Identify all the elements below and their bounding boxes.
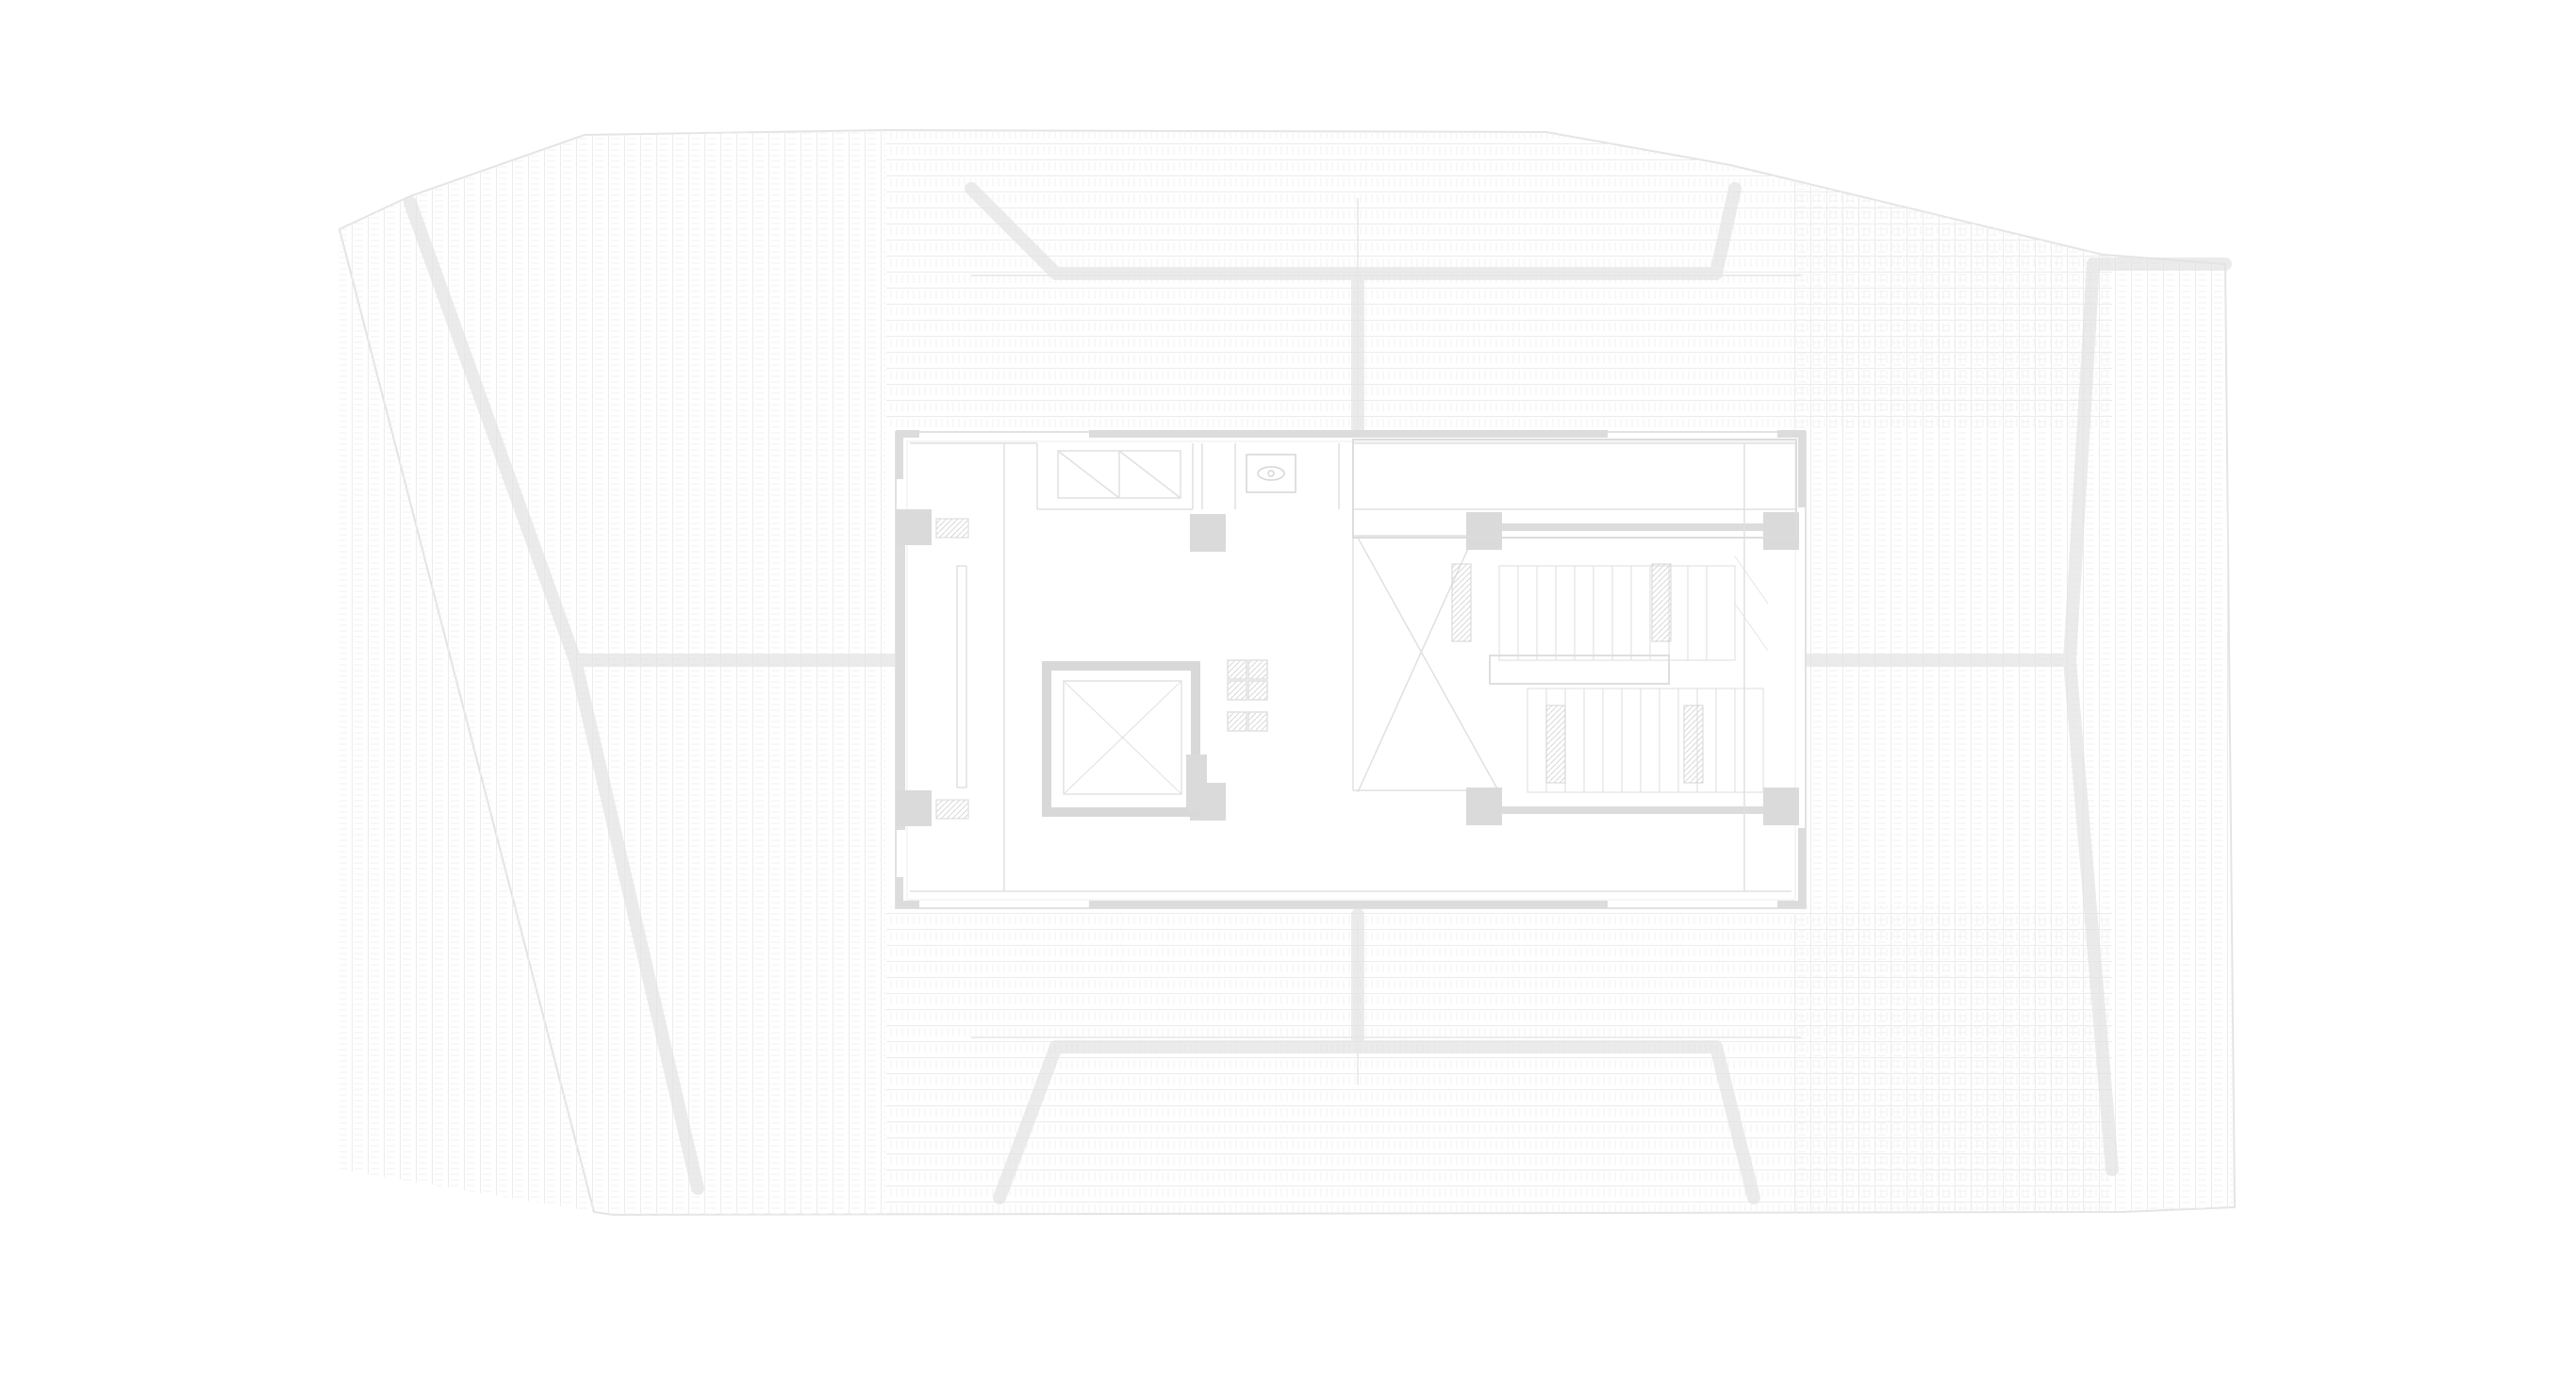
stair-landing: [1489, 556, 1769, 685]
stair-flights: [1498, 565, 1764, 793]
drain-fixture: [1246, 454, 1296, 493]
hip-ridges-outline: [971, 198, 1801, 1085]
vent-grilles: [935, 518, 969, 820]
core-walls: [896, 430, 1806, 908]
skylight-panels: [1057, 450, 1268, 732]
stair-treads-hatch: [1451, 563, 1704, 784]
service-room: [1352, 439, 1797, 539]
hip-ridges: [404, 182, 2232, 1204]
elevator-shaft: [1042, 661, 1207, 817]
columns: [896, 509, 1799, 826]
